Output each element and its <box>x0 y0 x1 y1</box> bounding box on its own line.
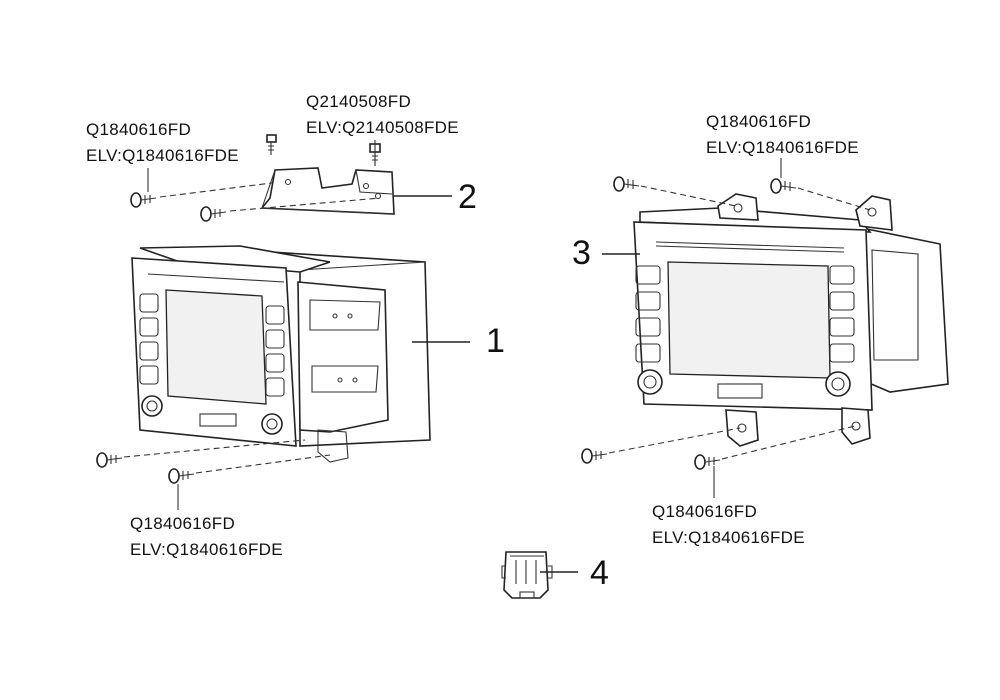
bracket-screw-elv-label: ELV:Q2140508FDE <box>306 118 459 137</box>
unit1-screw-bottom-elv-label: ELV:Q1840616FDE <box>130 540 283 559</box>
unit3-screw-bottom-part-label: Q1840616FD <box>652 502 758 521</box>
callout-3: 3 <box>572 234 591 272</box>
screw-icon <box>168 468 195 484</box>
unit3-screw-bottom-elv-label: ELV:Q1840616FDE <box>652 528 805 547</box>
screw-icon <box>96 452 123 468</box>
screw-icon <box>130 192 157 208</box>
unit3-screw-top-part-label: Q1840616FD <box>706 112 812 131</box>
callout-4: 4 <box>590 554 609 592</box>
screw-icon <box>200 206 227 222</box>
radio-unit-icon <box>633 193 949 447</box>
bracket-screw-part-label: Q2140508FD <box>306 92 412 111</box>
screw-icon <box>581 448 608 464</box>
screw-icon <box>266 134 277 155</box>
unit1-screw-bottom-part-label: Q1840616FD <box>130 514 236 533</box>
callout-2: 2 <box>458 178 477 216</box>
screw-icon <box>770 178 797 194</box>
screw-icon <box>613 176 640 192</box>
unit1-screw-top-elv-label: ELV:Q1840616FDE <box>86 146 239 165</box>
callout-1: 1 <box>486 322 505 360</box>
radio-unit-icon <box>131 245 431 463</box>
unit3-screw-top-elv-label: ELV:Q1840616FDE <box>706 138 859 157</box>
unit1-screw-top-part-label: Q1840616FD <box>86 120 192 139</box>
mounting-bracket-icon <box>260 167 395 215</box>
connector-icon <box>501 551 553 599</box>
screw-icon <box>694 454 721 470</box>
